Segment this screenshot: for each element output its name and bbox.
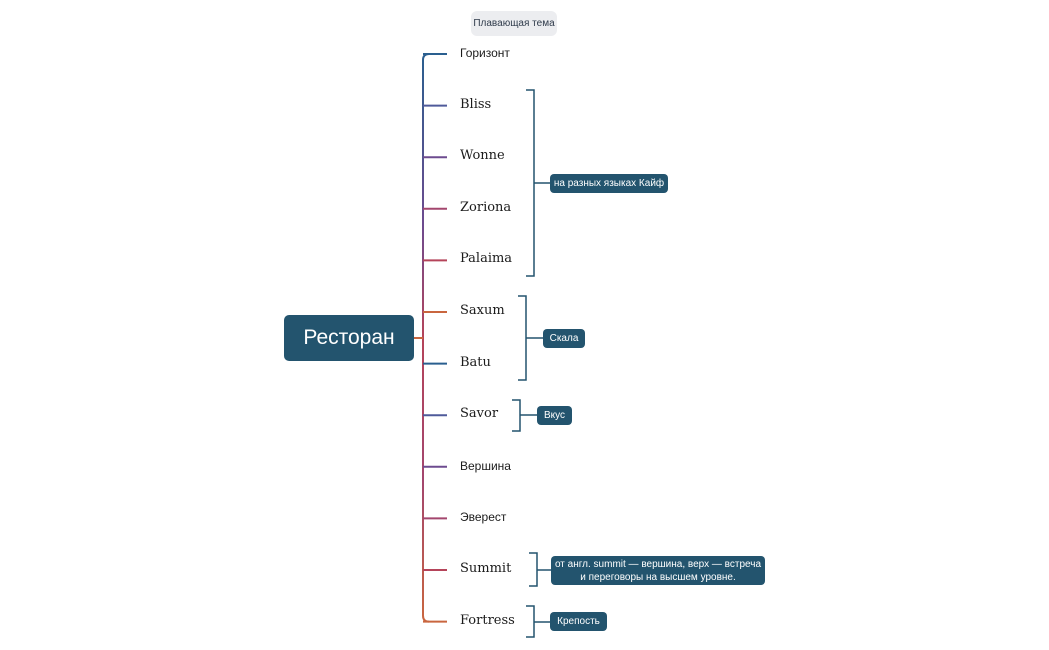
bracket-skala xyxy=(518,295,543,381)
branch-wonne[interactable]: Wonne xyxy=(460,148,505,164)
branch-vershina[interactable]: Вершина xyxy=(460,458,511,473)
branch-everest[interactable]: Эверест xyxy=(460,510,507,525)
callout-krepost[interactable]: Крепость xyxy=(550,612,607,631)
branch-saxum[interactable]: Saxum xyxy=(460,303,505,318)
callout-summit-line-1: от англ. summit — вершина, верх — встреч… xyxy=(554,558,762,570)
callout-summit[interactable]: от англ. summit — вершина, верх — встреч… xyxy=(551,556,765,585)
bracket-languages xyxy=(526,89,550,277)
central-topic[interactable]: Ресторан xyxy=(284,315,414,361)
callout-summit-line-2: и переговоры на высшем уровне. xyxy=(580,571,736,583)
branch-summit[interactable]: Summit xyxy=(460,561,512,576)
branch-zoriona[interactable]: Zoriona xyxy=(460,199,512,215)
callout-languages[interactable]: на разных языках Кайф xyxy=(550,174,668,193)
bracket-summit xyxy=(529,552,551,587)
callout-vkus[interactable]: Вкус xyxy=(537,406,572,425)
branch-connectors xyxy=(414,53,447,623)
branch-savor[interactable]: Savor xyxy=(460,406,499,422)
summary-brackets xyxy=(512,89,551,638)
branch-batu[interactable]: Batu xyxy=(460,354,491,370)
bracket-vkus xyxy=(512,399,537,432)
branch-gorizont[interactable]: Горизонт xyxy=(460,46,510,60)
branch-palaima[interactable]: Palaima xyxy=(460,251,513,267)
branch-fortress[interactable]: Fortress xyxy=(460,612,515,628)
branch-bliss[interactable]: Bliss xyxy=(460,96,492,112)
callout-skala[interactable]: Скала xyxy=(543,329,585,348)
bracket-krepost xyxy=(526,605,550,638)
floating-topic[interactable]: Плавающая тема xyxy=(471,11,557,36)
branch-spine xyxy=(422,53,430,623)
